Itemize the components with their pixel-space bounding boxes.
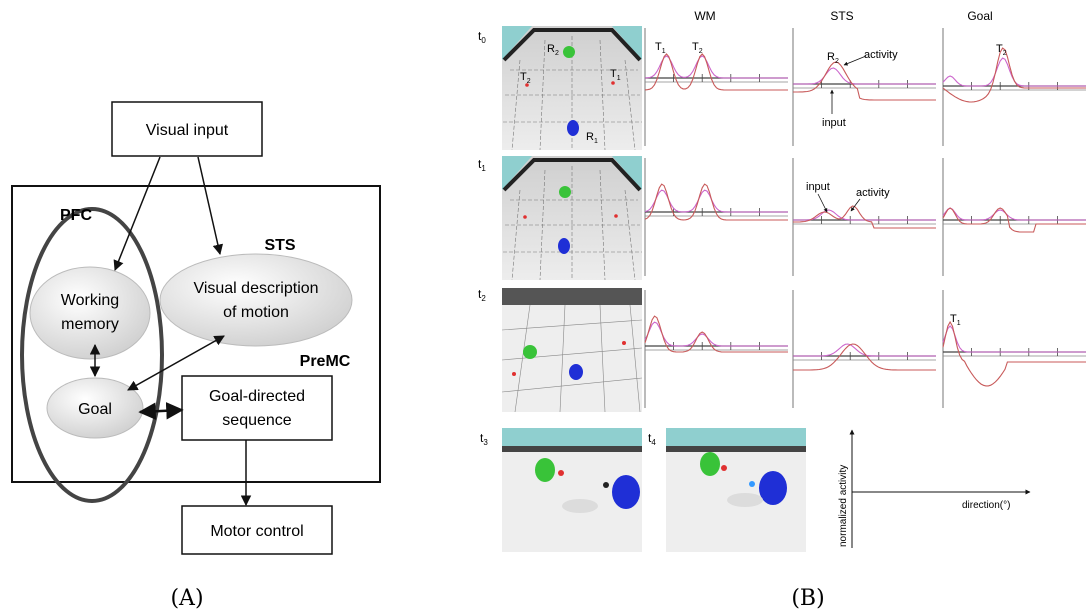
visual-description-node [159, 253, 353, 347]
scene-image-t1 [502, 156, 642, 281]
working-memory-node [29, 266, 151, 360]
motor-control-box [181, 505, 333, 555]
legend-x-label: direction(°) [962, 500, 1010, 511]
time-label-t4: t4 [648, 431, 656, 447]
svg-text:t1: t1 [478, 157, 486, 173]
svg-text:t4: t4 [648, 431, 656, 447]
wm-peak-label-t2: T2 [692, 41, 703, 55]
svg-text:R1: R1 [586, 131, 598, 145]
goal-label: Goal [78, 401, 112, 418]
legend-axes: normalized activity direction(°) [838, 429, 1031, 548]
column-header-sts: STS [830, 9, 853, 23]
svg-text:R2: R2 [827, 51, 839, 65]
scene-label-r1: R1 [586, 131, 598, 145]
visual-input-label: Visual input [146, 122, 229, 139]
time-label-t2: t2 [478, 287, 486, 303]
wm-peak-label-t1: T1 [655, 41, 666, 55]
svg-text:T1: T1 [950, 313, 961, 327]
arrow-input-to-sts [197, 156, 224, 256]
visual-description-label-2: of motion [223, 304, 289, 321]
annotation-input-t1: input [806, 181, 830, 193]
scene-label-r2: R2 [547, 43, 559, 57]
svg-text:T2: T2 [996, 43, 1007, 57]
motor-control-label: Motor control [210, 523, 303, 540]
goal-peak-label-t1: T1 [950, 313, 961, 327]
goal-directed-label-1: Goal-directed [209, 388, 305, 405]
time-label-t0: t0 [478, 29, 486, 45]
annotation-input-t0: input [822, 117, 846, 129]
sts-label: STS [264, 237, 295, 254]
arrow-goal-sequence [138, 402, 184, 420]
scene-image-t3 [502, 428, 642, 552]
scene-label-t1: T1 [610, 68, 621, 82]
pfc-label: PFC [60, 207, 92, 224]
activity-plots [644, 28, 1086, 408]
visual-description-label-1: Visual description [193, 280, 318, 297]
annotation-activity-t0-arrow [843, 55, 867, 66]
legend-y-label: normalized activity [838, 465, 849, 547]
svg-text:t0: t0 [478, 29, 486, 45]
svg-text:T2: T2 [520, 71, 531, 85]
scene-label-t2: T2 [520, 71, 531, 85]
goal-directed-box [181, 375, 333, 441]
annotation-input-t1-arrow [817, 193, 828, 213]
svg-text:T1: T1 [610, 68, 621, 82]
annotation-activity-t0: activity [864, 49, 898, 61]
working-memory-label-1: Working [61, 292, 119, 309]
time-label-t1: t1 [478, 157, 486, 173]
panel-b-caption: (B) [791, 586, 824, 611]
goal-directed-label-2: sequence [222, 412, 291, 429]
arrow-input-to-wm [113, 156, 161, 271]
panel-a-caption: (A) [170, 586, 203, 611]
brain-frame [11, 185, 381, 483]
panel-b-figure: WM STS Goal t0 t1 t2 t3 t4 [478, 9, 1086, 611]
premc-label: PreMC [300, 353, 351, 370]
arrow-goal-sts [127, 335, 225, 391]
svg-text:R2: R2 [547, 43, 559, 57]
time-label-t3: t3 [480, 431, 488, 447]
svg-text:t3: t3 [480, 431, 488, 447]
panel-a-diagram: Visual input PFC Working memory Goal STS… [11, 101, 381, 611]
svg-text:T2: T2 [692, 41, 703, 55]
column-header-goal: Goal [967, 9, 992, 23]
scene-image-t4 [666, 428, 806, 552]
column-header-wm: WM [694, 9, 715, 23]
annotation-activity-t1: activity [856, 187, 890, 199]
svg-text:T1: T1 [655, 41, 666, 55]
scene-image-t0 [502, 26, 642, 151]
visual-input-box [111, 101, 263, 157]
annotation-activity-t1-arrow [850, 198, 861, 212]
scene-image-t2 [501, 288, 643, 413]
goal-peak-label-t2: T2 [996, 43, 1007, 57]
working-memory-label-2: memory [61, 316, 119, 333]
sts-peak-label-r2: R2 [827, 51, 839, 65]
svg-text:t2: t2 [478, 287, 486, 303]
